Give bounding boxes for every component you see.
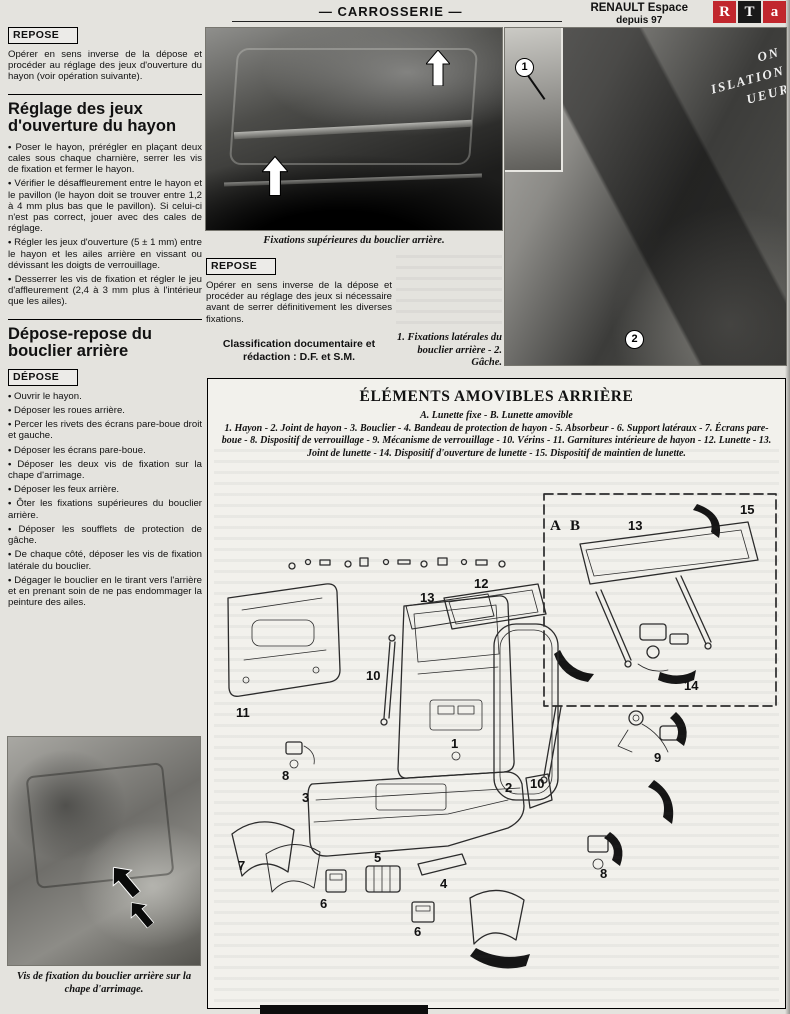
part-label-14: 14 (684, 678, 699, 693)
tailgate-art (397, 595, 515, 779)
repose-header: REPOSE (8, 27, 79, 44)
tailgate-seal-art (493, 623, 559, 801)
classification-note: Classification documentaire et rédaction… (222, 338, 376, 364)
part-label-2: 2 (505, 780, 512, 795)
step-item: Ouvrir le hayon. (8, 391, 202, 402)
exploded-view-panel: ÉLÉMENTS AMOVIBLES ARRIÈRE A. Lunette fi… (207, 378, 786, 1009)
callout-1: 1 (515, 58, 534, 77)
step-item: Dégager le bouclier en le tirant vers l'… (8, 575, 202, 609)
part-label-1: 1 (451, 736, 458, 751)
legend-ab: A. Lunette fixe - B. Lunette amovible (420, 410, 573, 421)
model-year: depuis 97 (616, 14, 663, 26)
up-arrow-icon (262, 156, 288, 196)
part-label-3: 3 (302, 790, 309, 805)
diagram-title: ÉLÉMENTS AMOVIBLES ARRIÈRE (359, 388, 634, 405)
part-label-6: 6 (414, 924, 421, 939)
hardware-strip-art (288, 557, 506, 570)
logo-letter-r: R (713, 1, 736, 23)
part-label-7: 7 (238, 858, 245, 873)
vehicle-model: RENAULT Espace (590, 2, 688, 14)
step-item: Desserrer les vis de fixation et régler … (8, 274, 202, 308)
part-label-15: 15 (740, 502, 754, 517)
up-arrow-icon (426, 50, 450, 86)
part-label-5: 5 (374, 850, 381, 865)
page-footer-bar (260, 1005, 428, 1014)
part-label-13: 13 (628, 518, 642, 533)
rta-logo: R T a (713, 1, 786, 23)
heading-depose-repose-bouclier: Dépose-repose du bouclier arrière (8, 318, 202, 360)
inset-box-art (543, 493, 777, 707)
step-item: De chaque côté, déposer les vis de fixat… (8, 549, 202, 571)
part-label-13: 13 (420, 590, 434, 605)
window-art (405, 583, 547, 630)
vehicle-model-block: RENAULT Espace depuis 97 (590, 2, 688, 26)
repose-paragraph: Opérer en sens inverse de la dépose et p… (8, 49, 202, 83)
photo-upper-bumper-fixings (206, 28, 502, 230)
step-item: Déposer les soufflets de protection de g… (8, 524, 202, 546)
part-label-B: B (570, 518, 580, 534)
heading-reglage-jeux: Réglage des jeux d'ouverture du hayon (8, 93, 202, 135)
adjust-steps-list: Poser le hayon, prérégler en plaçant deu… (8, 142, 202, 308)
part-label-4: 4 (440, 876, 448, 891)
part-label-9: 9 (654, 750, 661, 765)
repose-block: REPOSE Opérer en sens inverse de la dépo… (206, 256, 392, 325)
depose-header: DÉPOSE (8, 368, 79, 386)
photo-detail (25, 761, 175, 890)
photo-inset (505, 28, 563, 172)
step-item: Ôter les fixations supérieures du boucli… (8, 498, 202, 520)
arrows-art (470, 780, 674, 969)
left-column: REPOSE Opérer en sens inverse de la dépo… (8, 25, 202, 611)
black-arrow-icon (130, 902, 155, 929)
header-rule (232, 21, 562, 22)
step-item: Régler les jeux d'ouverture (5 ± 1 mm) e… (8, 237, 202, 271)
caption-upper-fixings: Fixations supérieures du bouclier arrièr… (263, 235, 445, 246)
bumper-art (307, 771, 553, 923)
logo-letter-a: a (763, 1, 786, 23)
photo-chape-arrimage-screws (8, 737, 200, 965)
part-label-10: 10 (366, 668, 380, 683)
step-item: Percer les rivets des écrans pare-boue d… (8, 419, 202, 441)
step-item: Déposer les roues arrière. (8, 405, 202, 416)
black-arrow-icon (112, 866, 142, 899)
step-item: Vérifier le désaffleurement entre le hay… (8, 178, 202, 234)
depose-steps-list: Ouvrir le hayon. Déposer les roues arrièr… (8, 391, 202, 609)
section-title: — CARROSSERIE — (318, 4, 463, 19)
lock-mechanism-art (285, 710, 687, 870)
part-label-10: 10 (530, 776, 544, 791)
legend-items: 1. Hayon - 2. Joint de hayon - 3. Boucli… (221, 422, 772, 459)
wheel-liner-art (231, 821, 525, 945)
step-item: Déposer les deux vis de fixation sur la … (8, 459, 202, 481)
logo-letter-t: T (738, 1, 761, 23)
part-label-12: 12 (474, 576, 488, 591)
callout-2: 2 (625, 330, 644, 349)
caption-chape-arrimage: Vis de fixation du bouclier arrière sur … (16, 971, 192, 995)
struts-art (380, 634, 562, 784)
repose-header: REPOSE (206, 258, 277, 275)
part-label-11: 11 (236, 705, 250, 720)
caption-side-fixings: 1. Fixations latérales du bouclier arriè… (396, 332, 502, 369)
diagram-legend: A. Lunette fixe - B. Lunette amovible 1.… (217, 410, 777, 460)
part-label-A: A (550, 518, 561, 534)
part-label-8: 8 (600, 866, 607, 881)
repose-paragraph: Opérer en sens inverse de la dépose et p… (206, 280, 392, 325)
part-label-6: 6 (320, 896, 327, 911)
part-label-8: 8 (282, 768, 289, 783)
step-item: Déposer les écrans pare-boue. (8, 445, 202, 456)
bleed-through-texture (396, 255, 502, 325)
trim-panel-art (227, 583, 341, 697)
step-item: Poser le hayon, prérégler en plaçant deu… (8, 142, 202, 176)
step-item: Déposer les feux arrière. (8, 484, 202, 495)
